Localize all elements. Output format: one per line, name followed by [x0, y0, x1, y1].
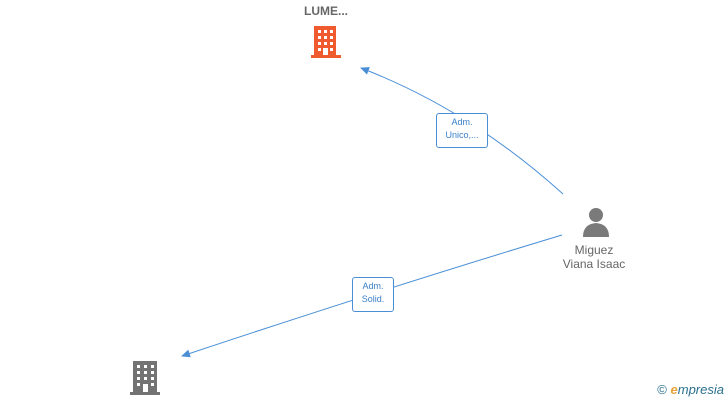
empresia-watermark: © empresia	[657, 382, 724, 397]
person-icon[interactable]	[583, 208, 609, 237]
building-icon[interactable]	[130, 361, 160, 395]
edge-label-top-line1: Adm.	[451, 117, 473, 127]
person-label-line1: Miguez	[574, 243, 614, 257]
edge-label-top-line2: Unico,...	[445, 130, 479, 140]
company-top-label[interactable]: LUME...	[304, 4, 348, 18]
brand-initial: e	[670, 382, 678, 397]
person-label[interactable]: Miguez Viana Isaac	[553, 243, 635, 271]
brand-name: mpresia	[677, 382, 724, 397]
building-icon[interactable]	[311, 26, 341, 58]
edge-label-top[interactable]: Adm. Unico,...	[436, 113, 488, 148]
edge-label-bottom-line2: Solid.	[361, 294, 385, 304]
copyright-symbol: ©	[657, 382, 667, 397]
edge-label-bottom-line1: Adm.	[362, 281, 384, 291]
edge-label-bottom[interactable]: Adm. Solid.	[352, 277, 394, 312]
person-label-line2: Viana Isaac	[562, 257, 626, 271]
